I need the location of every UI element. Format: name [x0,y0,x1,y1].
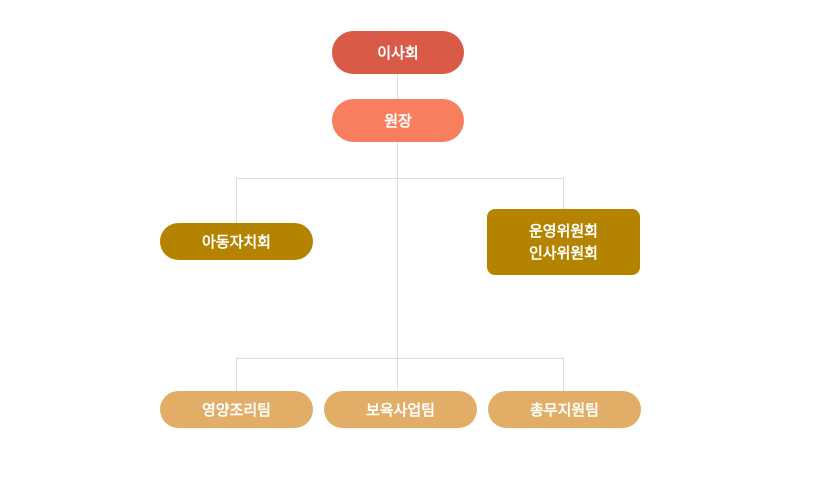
node-childcare-team: 보육사업팀 [324,391,477,428]
connector-team-horizontal [236,358,564,359]
connector-committee-left [236,178,237,223]
node-nutrition-team: 영양조리팀 [160,391,313,428]
node-operating-committee-label: 운영위원회 [528,222,598,240]
connector-committee-horizontal [236,178,564,179]
node-personnel-committee-label: 인사위원회 [528,244,598,262]
node-board: 이사회 [332,31,464,74]
connector-team-right [563,358,564,391]
node-admin-team-label: 총무지원팀 [529,400,599,419]
connector-team-left [236,358,237,391]
node-nutrition-team-label: 영양조리팀 [201,400,271,419]
node-board-label: 이사회 [377,43,419,62]
connector-main-vertical [397,141,398,390]
node-director-label: 원장 [384,111,412,130]
node-childcare-team-label: 보육사업팀 [365,400,435,419]
node-children-council-label: 아동자치회 [201,232,271,251]
node-children-council: 아동자치회 [160,223,313,260]
connector-board-director [397,73,398,99]
connector-committee-right [563,178,564,209]
node-director: 원장 [332,99,464,142]
node-committees: 운영위원회 인사위원회 [487,209,640,275]
node-admin-team: 총무지원팀 [488,391,641,428]
